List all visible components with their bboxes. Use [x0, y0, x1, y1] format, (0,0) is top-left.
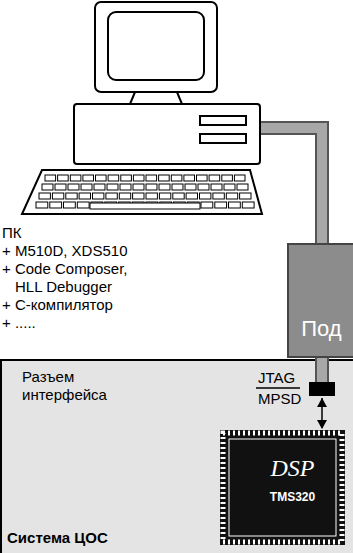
- key: [146, 193, 157, 199]
- software-item: + M510D, XDS510: [2, 242, 128, 260]
- key: [186, 193, 197, 199]
- key: [52, 193, 63, 199]
- interface-name: MPSD: [258, 390, 301, 408]
- key: [70, 175, 81, 181]
- cable-connector: [309, 358, 335, 429]
- dsp-system-region: Система ЦОС DSP TMS320: [0, 360, 353, 553]
- software-item: + С-компилятор: [2, 296, 113, 314]
- key: [184, 175, 195, 181]
- drive-slot: [200, 134, 246, 143]
- key: [211, 184, 222, 190]
- key: [226, 193, 237, 199]
- monitor-stand: [130, 92, 182, 104]
- key: [171, 175, 182, 181]
- key: [234, 175, 245, 181]
- key: [107, 184, 118, 190]
- key: [66, 193, 77, 199]
- key: [213, 193, 224, 199]
- key: [197, 175, 208, 181]
- chip-logo: DSP: [220, 454, 353, 482]
- region-title: Система ЦОС: [7, 529, 108, 547]
- pod-label: Под: [289, 316, 353, 342]
- key: [159, 175, 170, 181]
- key: [242, 202, 254, 208]
- key: [42, 184, 53, 190]
- key: [68, 184, 79, 190]
- key: [173, 193, 184, 199]
- key: [172, 184, 183, 190]
- key: [45, 175, 56, 181]
- key: [120, 184, 131, 190]
- key: [77, 202, 89, 208]
- key: [222, 175, 233, 181]
- monitor: [95, 2, 217, 92]
- drive-slot: [200, 116, 246, 125]
- key: [108, 175, 119, 181]
- screen: [108, 12, 204, 80]
- key: [133, 184, 144, 190]
- chip-part-number: TMS320: [220, 490, 353, 504]
- key: [81, 184, 92, 190]
- key: [106, 193, 117, 199]
- key: [83, 175, 94, 181]
- key: [200, 193, 211, 199]
- key: [240, 193, 251, 199]
- key: [159, 193, 170, 199]
- key: [146, 184, 157, 190]
- software-item: + .....: [2, 314, 36, 332]
- computer-case: [74, 104, 260, 164]
- key: [39, 193, 50, 199]
- interface-name: JTAG: [258, 369, 295, 387]
- key: [159, 184, 170, 190]
- key: [209, 175, 220, 181]
- key: [55, 184, 66, 190]
- key: [64, 202, 76, 208]
- key: [215, 202, 227, 208]
- pod-box: Под: [287, 243, 353, 358]
- key: [93, 193, 104, 199]
- key: [50, 202, 62, 208]
- key: [36, 202, 48, 208]
- dsp-chip: DSP TMS320: [220, 430, 353, 545]
- key: [146, 175, 157, 181]
- key: [185, 184, 196, 190]
- key: [237, 184, 248, 190]
- key: [94, 184, 105, 190]
- key: [58, 175, 69, 181]
- chip-package: [220, 430, 345, 545]
- key: [121, 175, 132, 181]
- fraction-line: [256, 387, 300, 389]
- key: [133, 193, 144, 199]
- key: [96, 175, 107, 181]
- key: [133, 175, 144, 181]
- key: [79, 193, 90, 199]
- computer-label: ПК: [2, 224, 22, 242]
- cable-edge: [258, 128, 322, 244]
- key: [201, 202, 213, 208]
- software-item: + Code Composer, HLL Debugger: [2, 260, 155, 296]
- key: [229, 202, 241, 208]
- cable: [258, 128, 322, 244]
- connector-label: Разъем интерфейса: [22, 368, 132, 404]
- key: [198, 184, 209, 190]
- space-key: [90, 203, 200, 209]
- keyboard-keys: [36, 175, 254, 209]
- key: [119, 193, 130, 199]
- key: [224, 184, 235, 190]
- keyboard: [22, 170, 262, 214]
